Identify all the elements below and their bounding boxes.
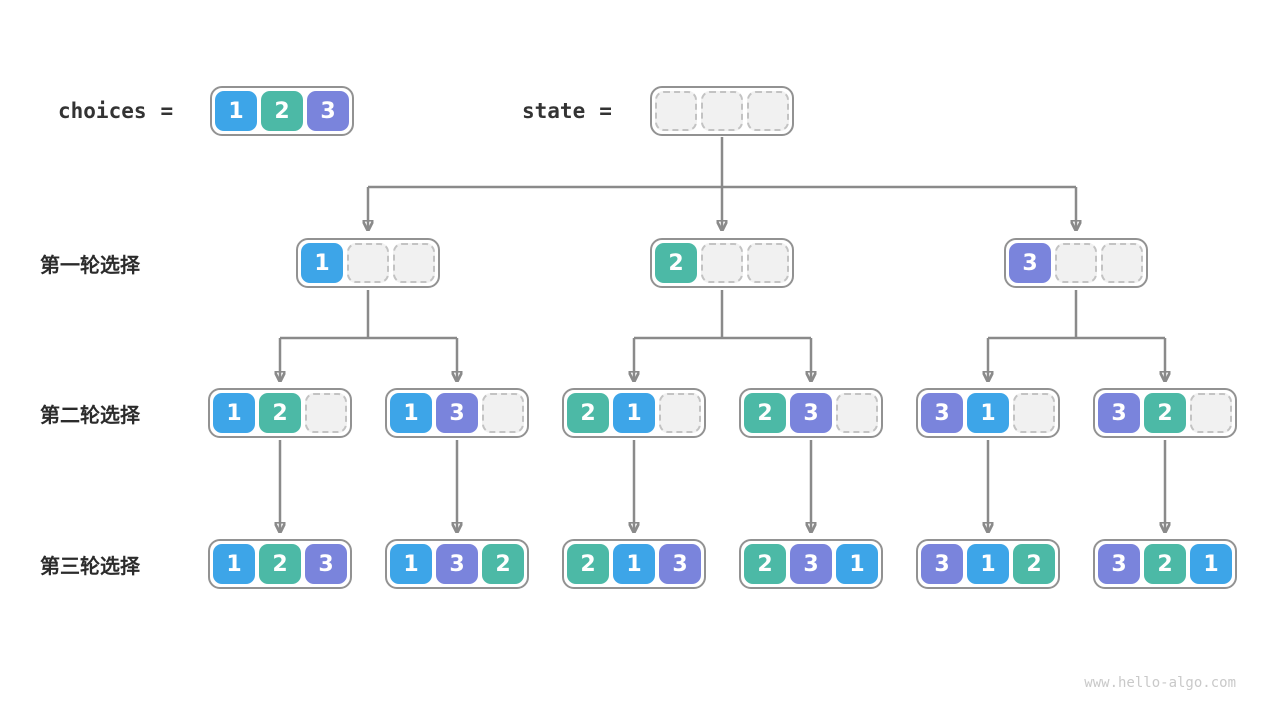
empty-cell <box>482 393 524 433</box>
empty-cell <box>347 243 389 283</box>
value-cell-1: 1 <box>613 393 655 433</box>
value-cell-3: 3 <box>921 544 963 584</box>
value-cell-2: 2 <box>259 393 301 433</box>
choices-expression: choices = <box>58 86 173 136</box>
round-2-label: 第二轮选择 <box>40 402 140 427</box>
empty-cell <box>305 393 347 433</box>
empty-cell <box>747 91 789 131</box>
empty-cell <box>655 91 697 131</box>
empty-cell <box>1013 393 1055 433</box>
value-cell-3: 3 <box>1098 393 1140 433</box>
level1-node-1: 1 <box>296 238 440 288</box>
choices-label: choices <box>58 99 147 123</box>
empty-cell <box>1190 393 1232 433</box>
value-cell-1: 1 <box>836 544 878 584</box>
value-cell-2: 2 <box>1144 393 1186 433</box>
equals-sign: = <box>160 99 174 123</box>
state-expression: state = <box>522 86 612 136</box>
value-cell-2: 2 <box>567 544 609 584</box>
value-cell-1: 1 <box>1190 544 1232 584</box>
empty-cell <box>1055 243 1097 283</box>
value-cell-3: 3 <box>436 393 478 433</box>
empty-cell <box>701 243 743 283</box>
value-cell-1: 1 <box>213 393 255 433</box>
empty-cell <box>747 243 789 283</box>
value-cell-3: 3 <box>307 91 349 131</box>
empty-cell <box>701 91 743 131</box>
state-label: state <box>522 99 586 123</box>
value-cell-1: 1 <box>967 544 1009 584</box>
value-cell-1: 1 <box>613 544 655 584</box>
value-cell-3: 3 <box>790 544 832 584</box>
value-cell-1: 1 <box>390 393 432 433</box>
value-cell-3: 3 <box>659 544 701 584</box>
value-cell-3: 3 <box>436 544 478 584</box>
empty-cell <box>836 393 878 433</box>
level1-node-3: 3 <box>1004 238 1148 288</box>
empty-cell <box>393 243 435 283</box>
value-cell-3: 3 <box>305 544 347 584</box>
value-cell-2: 2 <box>259 544 301 584</box>
value-cell-1: 1 <box>390 544 432 584</box>
value-cell-1: 1 <box>215 91 257 131</box>
state-array <box>650 86 794 136</box>
value-cell-2: 2 <box>1144 544 1186 584</box>
value-cell-1: 1 <box>301 243 343 283</box>
value-cell-3: 3 <box>921 393 963 433</box>
value-cell-2: 2 <box>744 393 786 433</box>
round-1-label: 第一轮选择 <box>40 252 140 277</box>
equals-sign: = <box>599 99 612 123</box>
value-cell-2: 2 <box>482 544 524 584</box>
value-cell-3: 3 <box>1098 544 1140 584</box>
value-cell-2: 2 <box>567 393 609 433</box>
round-3-label: 第三轮选择 <box>40 553 140 578</box>
value-cell-2: 2 <box>744 544 786 584</box>
value-cell-2: 2 <box>261 91 303 131</box>
value-cell-2: 2 <box>655 243 697 283</box>
value-cell-3: 3 <box>1009 243 1051 283</box>
value-cell-3: 3 <box>790 393 832 433</box>
empty-cell <box>659 393 701 433</box>
value-cell-1: 1 <box>213 544 255 584</box>
website-watermark: www.hello-algo.com <box>1084 675 1236 691</box>
empty-cell <box>1101 243 1143 283</box>
value-cell-1: 1 <box>967 393 1009 433</box>
level1-node-2: 2 <box>650 238 794 288</box>
value-cell-2: 2 <box>1013 544 1055 584</box>
